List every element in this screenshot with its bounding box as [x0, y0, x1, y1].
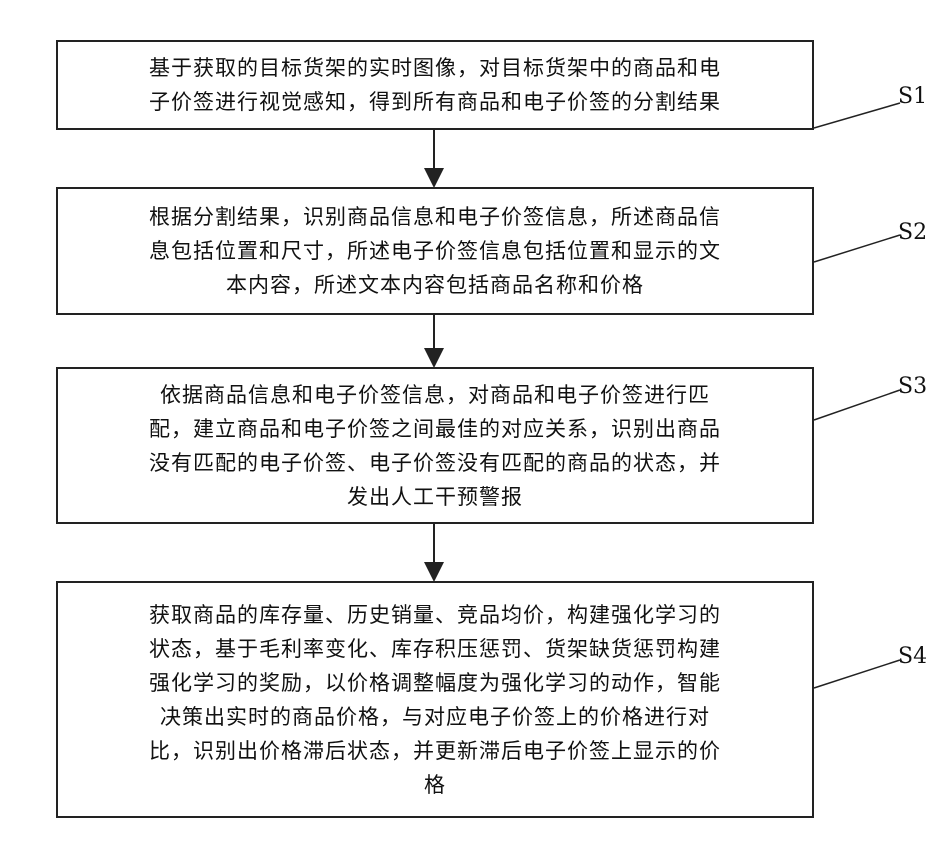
- step-text-s2: 根据分割结果，识别商品信息和电子价签信息，所述商品信 息包括位置和尺寸，所述电子…: [135, 200, 735, 302]
- step-label-s2: S2: [898, 220, 927, 245]
- step-text-s3: 依据商品信息和电子价签信息，对商品和电子价签进行匹 配，建立商品和电子价签之间最…: [135, 378, 735, 514]
- step-box-s4: 获取商品的库存量、历史销量、竞品均价，构建强化学习的 状态，基于毛利率变化、库存…: [56, 581, 814, 818]
- step-label-s4: S4: [898, 644, 927, 669]
- leader-line-s2: [814, 235, 900, 262]
- step-text-s1: 基于获取的目标货架的实时图像，对目标货架中的商品和电 子价签进行视觉感知，得到所…: [135, 51, 735, 119]
- step-label-s1: S1: [898, 84, 927, 109]
- leader-line-s1: [814, 103, 900, 128]
- step-box-s3: 依据商品信息和电子价签信息，对商品和电子价签进行匹 配，建立商品和电子价签之间最…: [56, 367, 814, 524]
- step-box-s1: 基于获取的目标货架的实时图像，对目标货架中的商品和电 子价签进行视觉感知，得到所…: [56, 40, 814, 130]
- step-box-s2: 根据分割结果，识别商品信息和电子价签信息，所述商品信 息包括位置和尺寸，所述电子…: [56, 187, 814, 315]
- step-text-s4: 获取商品的库存量、历史销量、竞品均价，构建强化学习的 状态，基于毛利率变化、库存…: [135, 598, 735, 802]
- leader-line-s4: [814, 660, 900, 688]
- leader-line-s3: [814, 390, 900, 420]
- step-label-s3: S3: [898, 374, 927, 399]
